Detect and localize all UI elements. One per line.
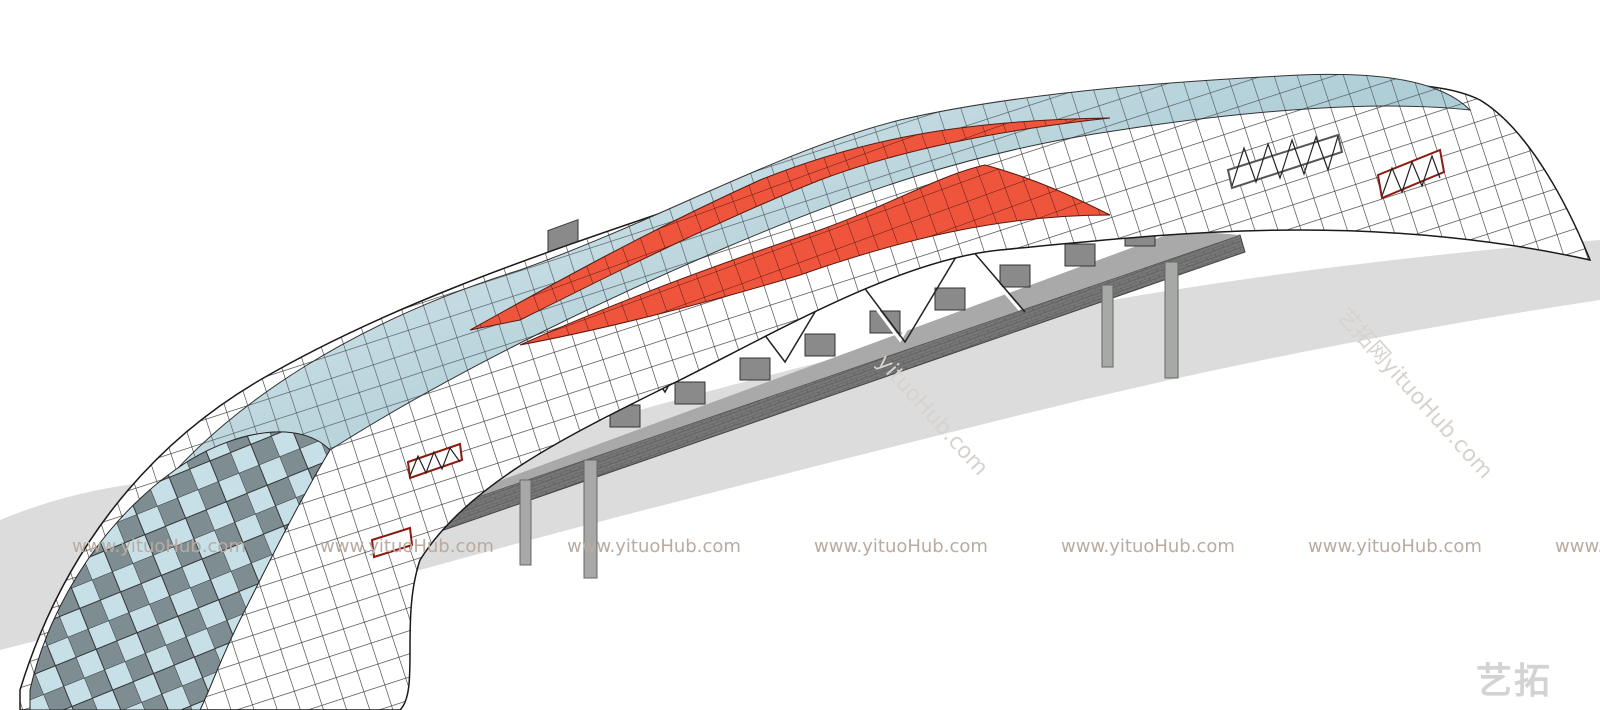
watermark-text: www.yituoHub.com bbox=[72, 536, 246, 557]
watermark-text: www.yituoHub.com bbox=[1061, 536, 1235, 557]
pillars bbox=[519, 261, 1179, 579]
bridge-deck bbox=[410, 230, 1240, 520]
watermark-text: www.yituoHub.com bbox=[1308, 536, 1482, 557]
watermark-text: www.yituoHub.com bbox=[320, 536, 494, 557]
red-membrane bbox=[519, 164, 1111, 346]
watermark-text: www.yituoHub.com bbox=[1555, 536, 1600, 557]
battlements bbox=[547, 218, 1156, 428]
red-roof-strip bbox=[469, 117, 1111, 331]
checker-glass-lobe bbox=[29, 431, 331, 710]
watermark-text: www.yituoHub.com bbox=[567, 536, 741, 557]
logo-watermark: 艺拓 bbox=[1476, 661, 1553, 702]
watermark-row: www.yituoHub.com www.yituoHub.com www.yi… bbox=[0, 536, 1600, 560]
watermark-text: www.yituoHub.com bbox=[814, 536, 988, 557]
